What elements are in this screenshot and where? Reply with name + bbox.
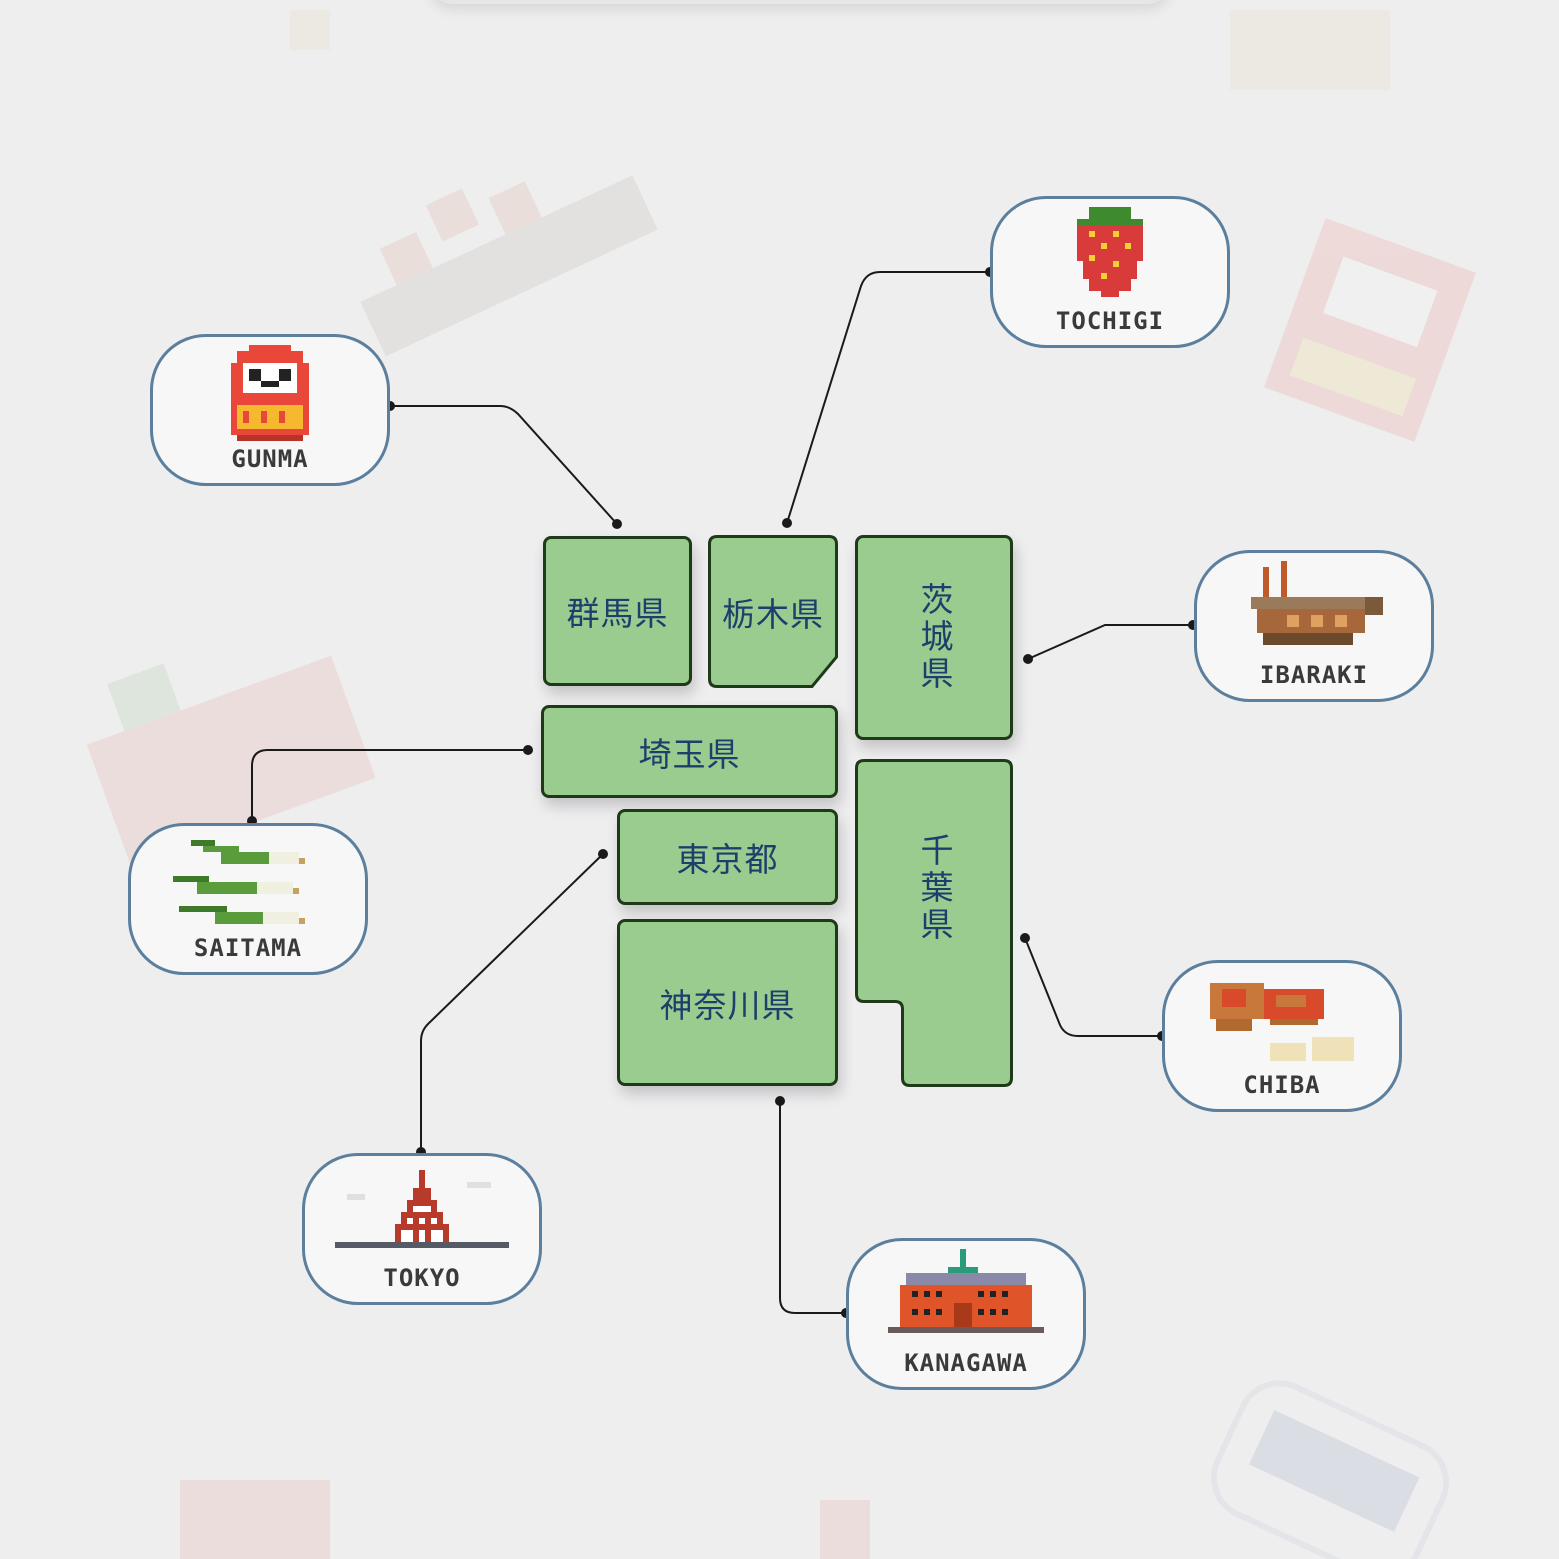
region-ibaraki-label: 茨城県 [915,582,954,693]
tokyo-tower-icon [335,1170,509,1248]
red-brick-warehouse-icon [888,1249,1044,1333]
card-kanagawa[interactable]: KANAGAWA [846,1238,1086,1390]
card-tokyo[interactable]: TOKYO [302,1153,542,1305]
region-tochigi[interactable]: 栃木県 [708,535,838,688]
card-gunma[interactable]: GUNMA [150,334,390,486]
card-saitama[interactable]: SAITAMA [128,823,368,975]
region-kanagawa-label: 神奈川県 [659,985,796,1025]
region-kanagawa[interactable]: 神奈川県 [617,919,838,1086]
daruma-doll-icon [231,345,309,441]
strawberry-icon [1077,207,1143,297]
card-tochigi-label: TOCHIGI [1055,307,1165,335]
region-tochigi-label: 栃木県 [722,594,824,634]
natto-grilled-fish-icon [1251,561,1383,645]
region-saitama[interactable]: 埼玉県 [541,705,838,798]
card-chiba[interactable]: CHIBA [1162,960,1402,1112]
region-tokyo[interactable]: 東京都 [617,809,838,905]
region-ibaraki[interactable]: 茨城県 [855,535,1013,740]
region-saitama-label: 埼玉県 [638,734,741,774]
card-ibaraki[interactable]: IBARAKI [1194,550,1434,702]
top-bar [430,0,1170,4]
card-tochigi[interactable]: TOCHIGI [990,196,1230,348]
region-chiba[interactable]: 千葉県 [855,759,1013,1087]
green-onion-icon [173,840,305,924]
card-tokyo-label: TOKYO [383,1264,461,1292]
region-gunma-label: 群馬県 [566,594,669,633]
card-kanagawa-label: KANAGAWA [904,1349,1028,1377]
region-gunma[interactable]: 群馬県 [543,536,692,686]
card-gunma-label: GUNMA [231,445,309,473]
region-tokyo-label: 東京都 [676,840,779,879]
peanuts-icon [1210,983,1354,1061]
card-chiba-label: CHIBA [1243,1071,1321,1099]
card-ibaraki-label: IBARAKI [1259,661,1369,689]
region-chiba-label: 千葉県 [915,832,954,944]
card-saitama-label: SAITAMA [193,934,303,962]
